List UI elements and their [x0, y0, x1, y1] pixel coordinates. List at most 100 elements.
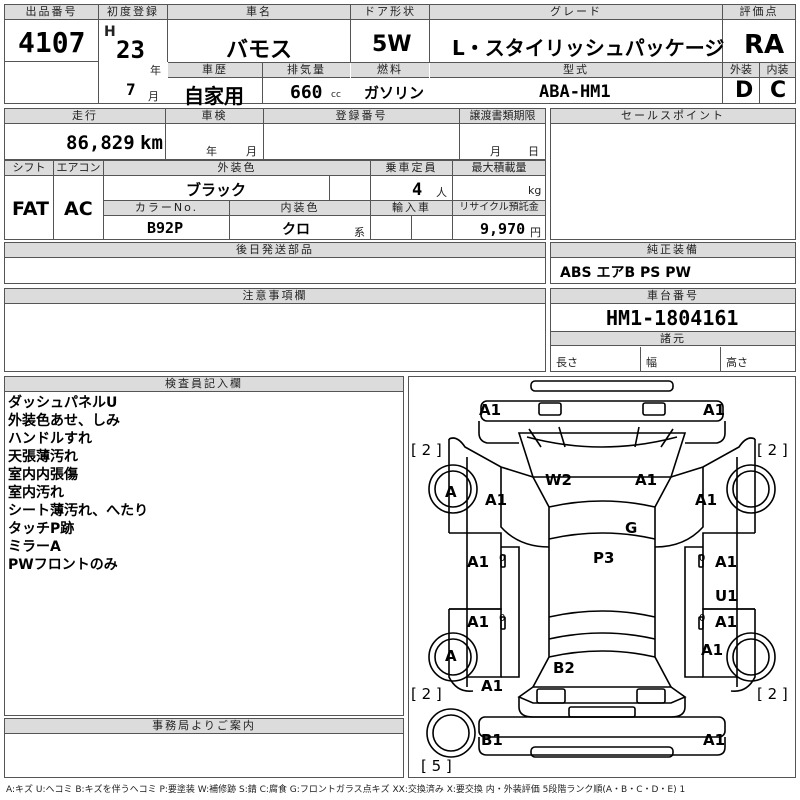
selling-point-label: セールスポイント: [551, 109, 795, 124]
note-line: PWフロントのみ: [8, 557, 118, 573]
grade-label: グレード: [430, 5, 722, 20]
note-line: ハンドルすれ: [8, 431, 92, 447]
score-label: 評価点: [723, 5, 795, 20]
recycle-deposit: 9,970: [480, 220, 526, 238]
mileage-label: 走行: [5, 109, 165, 124]
mark-zero-fl: 0: [499, 553, 506, 564]
genuine-equip: ABS エアB PS PW: [560, 265, 691, 281]
note-line: 外装色あせ、しみ: [8, 413, 120, 429]
spec-length: 長さ: [556, 356, 578, 369]
mark-bracket-2-rr: [ 2 ]: [757, 685, 788, 703]
displacement: 660: [290, 82, 323, 103]
mark-a1-fender-r: A1: [695, 491, 718, 509]
mark-bracket-2-fr: [ 2 ]: [757, 441, 788, 459]
chassis-label: 車台番号: [551, 289, 795, 304]
reg-month: 7: [126, 80, 136, 99]
plate-label: 登録番号: [264, 109, 459, 124]
door-type: 5W: [372, 32, 412, 57]
caution-label: 注意事項欄: [5, 289, 545, 304]
reg-year: 23: [116, 36, 145, 64]
mark-w2: W2: [545, 471, 572, 489]
import-label: 輸入車: [371, 201, 452, 216]
color-no: B92P: [147, 219, 184, 237]
spec-label: 諸元: [551, 331, 795, 346]
note-line: 室内汚れ: [8, 485, 64, 501]
damage-diagram: A1 A1 [ 2 ] [ 2 ] W2 A1 A A1 A1 G P3 A1 …: [408, 376, 796, 778]
chassis-number: HM1-1804161: [606, 306, 739, 330]
history-label: 車歴: [168, 63, 262, 78]
capacity-unit: 人: [436, 186, 447, 199]
mark-bracket-5: [ 5 ]: [421, 757, 452, 775]
selling-point-block: [550, 108, 796, 240]
mark-bracket-2-rl: [ 2 ]: [411, 685, 442, 703]
int-color-label: 内装色: [230, 201, 370, 216]
office-label: 事務局よりご案内: [5, 719, 403, 734]
model-label: 型式: [430, 63, 722, 78]
lot-label: 出品番号: [5, 5, 98, 20]
mark-a-wheel-rl: A: [445, 647, 457, 665]
note-line: ダッシュパネルU: [8, 395, 118, 411]
ac-label: エアコン: [54, 161, 103, 176]
mark-u1: U1: [715, 587, 738, 605]
mark-a1-door-rr: A1: [715, 613, 738, 631]
inspector-label: 検査員記入欄: [5, 377, 403, 392]
spec-height: 高さ: [726, 356, 748, 369]
car-outline: [426, 380, 776, 758]
mark-zero-fr: 0: [699, 553, 706, 564]
mark-a1-quarter-l: A1: [481, 677, 504, 695]
load-unit: kg: [528, 184, 542, 197]
interior-color: クロ: [282, 222, 310, 238]
mark-a1-door-rl: A1: [467, 613, 490, 631]
car-name: バモス: [226, 38, 293, 63]
mark-a1-quarter-r: A1: [701, 641, 724, 659]
exterior-label: 外装: [723, 63, 759, 78]
inspector-notes: ダッシュパネルU 外装色あせ、しみ ハンドルすれ 天張薄汚れ 室内内張傷 室内汚…: [8, 394, 400, 574]
shift-label: シフト: [5, 161, 53, 176]
capacity-label: 乗車定員: [371, 161, 452, 176]
note-line: ミラーA: [8, 539, 61, 555]
header-block: [4, 4, 796, 104]
note-line: タッチP跡: [8, 521, 75, 537]
damage-legend: A:キズ U:ヘコミ B:キズを伴うヘコミ P:要塗装 W:補修跡 S:錆 C:…: [6, 785, 686, 795]
fuel-label: 燃料: [351, 63, 429, 78]
color-label: 外装色: [104, 161, 370, 176]
model: ABA-HM1: [539, 82, 611, 102]
note-line: シート薄汚れ、へたり: [8, 503, 149, 519]
interior-grade: C: [770, 78, 787, 103]
ac: AC: [64, 198, 93, 220]
shift: FAT: [12, 198, 49, 220]
load-label: 最大積載量: [453, 161, 545, 176]
inspection-year-unit: 年: [206, 145, 217, 158]
door-label: ドア形状: [351, 5, 429, 20]
mark-a1-door-fl: A1: [467, 553, 490, 571]
mark-p3: P3: [593, 549, 615, 567]
fuel: ガソリン: [364, 84, 425, 102]
mark-bracket-2-fl: [ 2 ]: [411, 441, 442, 459]
exterior-color: ブラック: [186, 181, 247, 199]
interior-label: 内装: [760, 63, 795, 78]
history: 自家用: [184, 84, 244, 108]
score: RA: [744, 30, 785, 60]
inspector-block: [4, 376, 404, 716]
mark-zero-rr: 0: [699, 613, 706, 624]
exterior-grade: D: [735, 78, 754, 103]
transfer-month: 月: [490, 145, 501, 158]
mark-a1-front-right: A1: [703, 401, 726, 419]
mark-b1: B1: [481, 731, 503, 749]
spec-width: 幅: [646, 356, 657, 369]
displacement-label: 排気量: [263, 63, 350, 78]
first-reg-label: 初度登録: [99, 5, 167, 20]
interior-color-unit: 系: [354, 226, 365, 239]
mark-a1-hood: A1: [635, 471, 658, 489]
capacity: 4: [412, 180, 423, 200]
grade: L・スタイリッシュパッケージ: [452, 36, 725, 60]
mark-g: G: [625, 519, 638, 537]
mark-b2-rear: B2: [553, 659, 575, 677]
month-unit: 月: [148, 90, 159, 103]
color-no-label: カラーNo.: [104, 201, 229, 216]
note-line: 室内内張傷: [8, 467, 78, 483]
recycle-label: リサイクル預託金: [453, 201, 545, 216]
mark-a1-fender-l: A1: [485, 491, 508, 509]
mark-a1-door-fr: A1: [715, 553, 738, 571]
name-label: 車名: [168, 5, 350, 20]
